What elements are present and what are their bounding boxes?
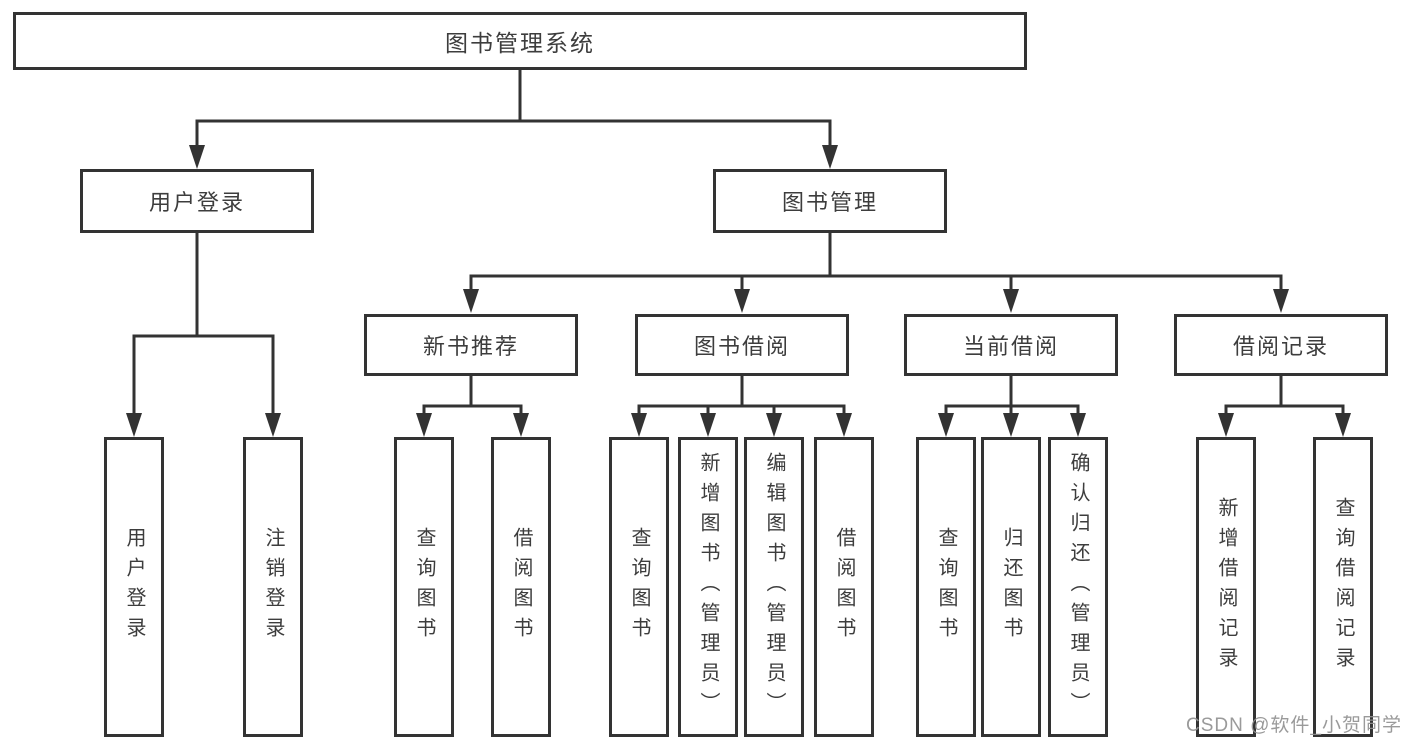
node-current-borrow: 当前借阅	[904, 314, 1118, 376]
node-book-management: 图书管理	[713, 169, 947, 233]
leaf-edit-book-admin: 编辑图书（管理员）	[744, 437, 804, 737]
csdn-watermark: CSDN @软件_小贺同学	[1186, 715, 1402, 736]
node-borrow-records: 借阅记录	[1174, 314, 1388, 376]
leaf-user-login: 用户登录	[104, 437, 164, 737]
leaf-query-books-recommend: 查询图书	[394, 437, 454, 737]
leaf-query-borrow-record: 查询借阅记录	[1313, 437, 1373, 737]
leaf-borrow-books-recommend: 借阅图书	[491, 437, 551, 737]
leaf-query-books-borrow: 查询图书	[609, 437, 669, 737]
leaf-confirm-return-admin: 确认归还（管理员）	[1048, 437, 1108, 737]
leaf-logout: 注销登录	[243, 437, 303, 737]
node-new-book-recommend: 新书推荐	[364, 314, 578, 376]
node-user-login: 用户登录	[80, 169, 314, 233]
arrowheads	[126, 145, 1351, 437]
leaf-return-books: 归还图书	[981, 437, 1041, 737]
node-library-system: 图书管理系统	[13, 12, 1027, 70]
node-book-borrow: 图书借阅	[635, 314, 849, 376]
leaf-add-book-admin: 新增图书（管理员）	[678, 437, 738, 737]
leaf-query-books-current: 查询图书	[916, 437, 976, 737]
leaf-add-borrow-record: 新增借阅记录	[1196, 437, 1256, 737]
leaf-borrow-books: 借阅图书	[814, 437, 874, 737]
